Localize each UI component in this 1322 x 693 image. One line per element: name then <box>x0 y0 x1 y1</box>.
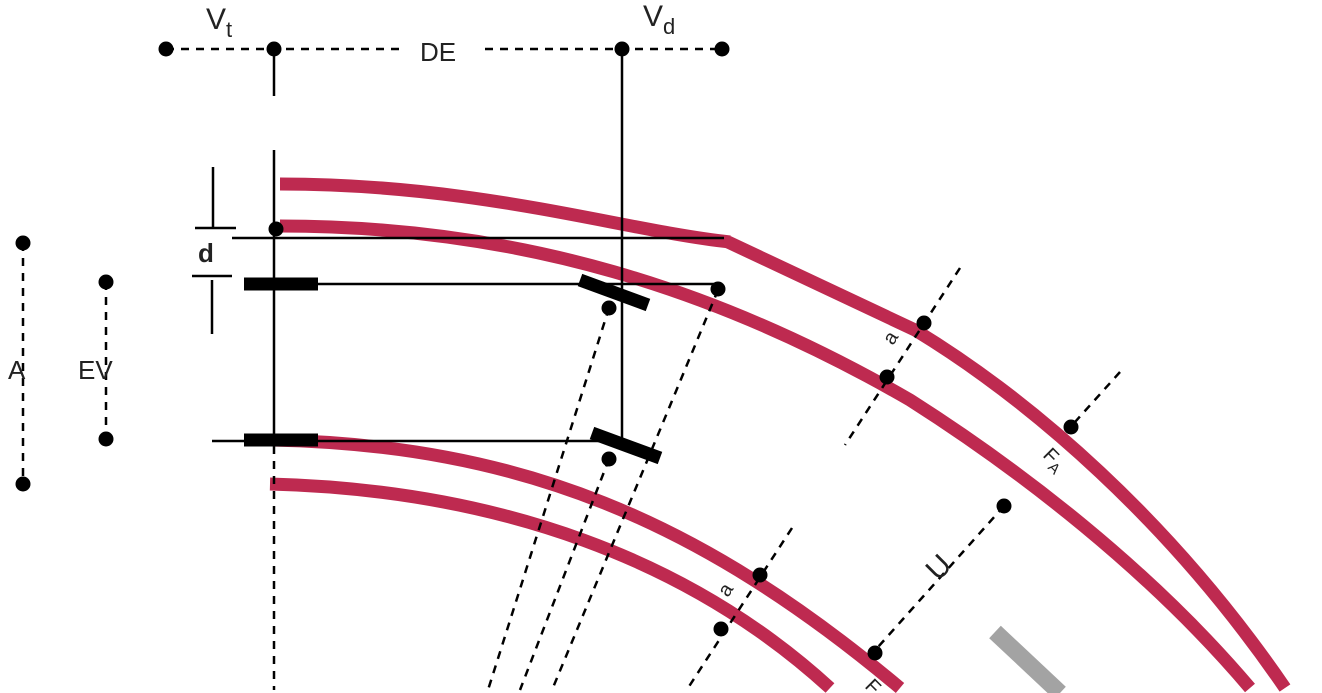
upper-a-outer-dot <box>916 315 932 331</box>
a-bottom-dot <box>15 476 31 492</box>
ev-top-dot <box>98 274 114 290</box>
de-label: DE <box>420 37 456 67</box>
sleeper-right-lower <box>589 426 663 465</box>
rails <box>269 177 1291 693</box>
vt-subscript: t <box>226 17 232 42</box>
lower-a-dim <box>686 527 794 689</box>
de-right-dot <box>714 41 730 57</box>
rail-inner-upper <box>279 219 1255 693</box>
vd-label: Vd <box>643 0 675 39</box>
vt-label: Vt <box>206 3 232 42</box>
vd-subscript: d <box>663 14 675 39</box>
rail-lower-outer <box>269 477 835 693</box>
lower-a-inner-dot <box>713 621 729 637</box>
upper-a-inner-dot <box>879 369 895 385</box>
a-top-dot <box>15 235 31 251</box>
de-label-bg <box>406 30 484 70</box>
u-top-dot <box>996 498 1012 514</box>
sleeper-lower-dot <box>601 451 617 467</box>
fa-label: FA <box>1036 444 1070 478</box>
points <box>15 41 1079 661</box>
upper-a-dim <box>843 267 962 446</box>
sleeper-right-upper <box>577 273 651 312</box>
a-label: A <box>8 355 26 385</box>
de-left-dot <box>158 41 174 57</box>
clearance-line-3 <box>518 458 611 691</box>
upper-a-label: a <box>879 327 904 349</box>
vt-dot <box>266 41 282 57</box>
lower-a-outer-dot <box>752 567 768 583</box>
rail-upper-right-outer <box>725 236 1291 692</box>
dashed-lines <box>21 47 1121 691</box>
arrow-shaft <box>989 625 1066 693</box>
direction-arrow-icon <box>989 625 1066 693</box>
rail-top-dot <box>268 221 284 237</box>
solid-lines <box>192 52 724 446</box>
rail-outer-upper <box>279 177 731 249</box>
u-dim <box>869 505 1005 657</box>
ev-label: EV <box>78 355 113 385</box>
clearance-top-dot <box>710 281 726 297</box>
sleeper-upper-dot <box>601 300 617 316</box>
ev-bottom-dot <box>98 431 114 447</box>
sleepers <box>244 273 663 465</box>
clearance-line-2 <box>550 289 720 691</box>
fa-dot <box>1063 419 1079 435</box>
vd-dot <box>614 41 630 57</box>
u-bottom-dot <box>867 645 883 661</box>
clearance-line-1 <box>486 307 611 691</box>
u-label: U <box>920 548 959 587</box>
rail-lower-inner <box>271 433 905 693</box>
d-label: d <box>198 238 214 268</box>
